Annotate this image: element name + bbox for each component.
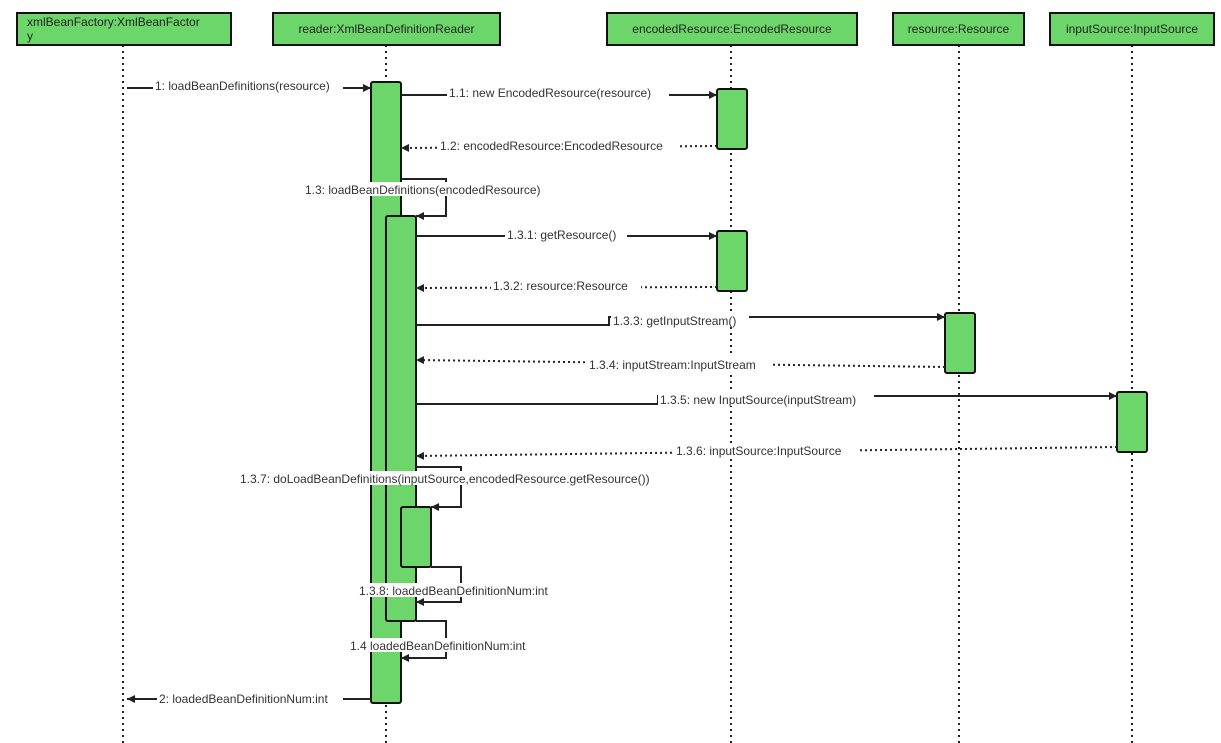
participant-box: [16, 12, 232, 46]
message-label: 1.3.2: resource:Resource: [493, 279, 628, 293]
message-1-3-6: 1.3.6: inputSource:InputSource: [415, 443, 1118, 460]
message-1-3-1: 1.3.1: getResource(): [416, 227, 717, 242]
participant-label: reader:XmlBeanDefinitionReader: [298, 22, 474, 36]
participant-label: encodedResource:EncodedResource: [632, 22, 832, 36]
message-label: 1.3.3: getInputStream(): [613, 314, 736, 328]
message-1: 1: loadBeanDefinitions(resource): [127, 79, 371, 93]
self-call-arrow: [401, 178, 447, 220]
message-label: 1.3.7: doLoadBeanDefinitions(inputSource…: [240, 472, 650, 486]
message-label: 1.3.1: getResource(): [507, 228, 616, 242]
return-arrow: [415, 356, 946, 368]
message-1-3-4: 1.3.4: inputStream:InputStream: [415, 356, 946, 372]
self-call-arrow: [416, 466, 462, 511]
message-label: 1: loadBeanDefinitions(resource): [155, 79, 330, 93]
message-label: 1.3.8: loadedBeanDefinitionNum:int: [359, 584, 548, 598]
message-label: 2: loadedBeanDefinitionNum:int: [159, 692, 328, 706]
call-arrow: [416, 313, 945, 326]
message-label: 1.3.6: inputSource:InputSource: [676, 444, 842, 458]
message-label: 1.3.5: new InputSource(inputStream): [660, 393, 856, 407]
message-label: 1.3: loadBeanDefinitions(encodedResource…: [305, 183, 540, 197]
message-label: 1.1: new EncodedResource(resource): [449, 86, 651, 100]
activation-reader-inner: [400, 506, 432, 568]
message-label: 1.2: encodedResource:EncodedResource: [440, 139, 663, 153]
message-1-2: 1.2: encodedResource:EncodedResource: [400, 138, 718, 153]
participant-box: [1049, 12, 1215, 46]
activation-resource: [944, 312, 976, 374]
message-1-4: 1.4 loadedBeanDefinitionNum:int: [348, 620, 542, 662]
participant-box: [892, 12, 1025, 46]
participant-resource[interactable]: resource:Resource: [892, 12, 1025, 46]
message-1-3-8: 1.3.8: loadedBeanDefinitionNum:int: [357, 566, 565, 606]
participant-label: resource:Resource: [908, 22, 1010, 36]
message-1-3-2: 1.3.2: resource:Resource: [415, 278, 718, 293]
activations: [370, 81, 1148, 704]
participant-input-source[interactable]: inputSource:InputSource: [1049, 12, 1215, 46]
message-1-3-3: 1.3.3: getInputStream(): [416, 313, 945, 328]
message-1-3-7: 1.3.7: doLoadBeanDefinitions(inputSource…: [238, 466, 684, 511]
participant-label-wrap: y: [27, 29, 33, 43]
participant-label: inputSource:InputSource: [1066, 22, 1198, 36]
participant-factory[interactable]: xmlBeanFactory:XmlBeanFactor y: [16, 12, 232, 46]
message-1-3: 1.3: loadBeanDefinitions(encodedResource…: [303, 178, 575, 220]
participant-reader[interactable]: reader:XmlBeanDefinitionReader: [272, 12, 501, 46]
activation-input-source: [1116, 391, 1148, 453]
message-label: 1.4 loadedBeanDefinitionNum:int: [350, 639, 526, 653]
message-1-3-5: 1.3.5: new InputSource(inputStream): [416, 392, 1117, 407]
activation-encoded-2: [716, 230, 748, 292]
messages: 1: loadBeanDefinitions(resource) 1.1: ne…: [127, 79, 1118, 706]
message-label: 1.3.4: inputStream:InputStream: [589, 358, 756, 372]
activation-encoded-1: [716, 88, 748, 150]
participant-label: xmlBeanFactory:XmlBeanFactor: [27, 15, 200, 29]
participant-box: [606, 12, 858, 46]
message-1-1: 1.1: new EncodedResource(resource): [401, 86, 717, 100]
participant-box: [272, 12, 501, 46]
message-2: 2: loadedBeanDefinitionNum:int: [127, 691, 371, 706]
participant-encoded-resource[interactable]: encodedResource:EncodedResource: [606, 12, 858, 46]
